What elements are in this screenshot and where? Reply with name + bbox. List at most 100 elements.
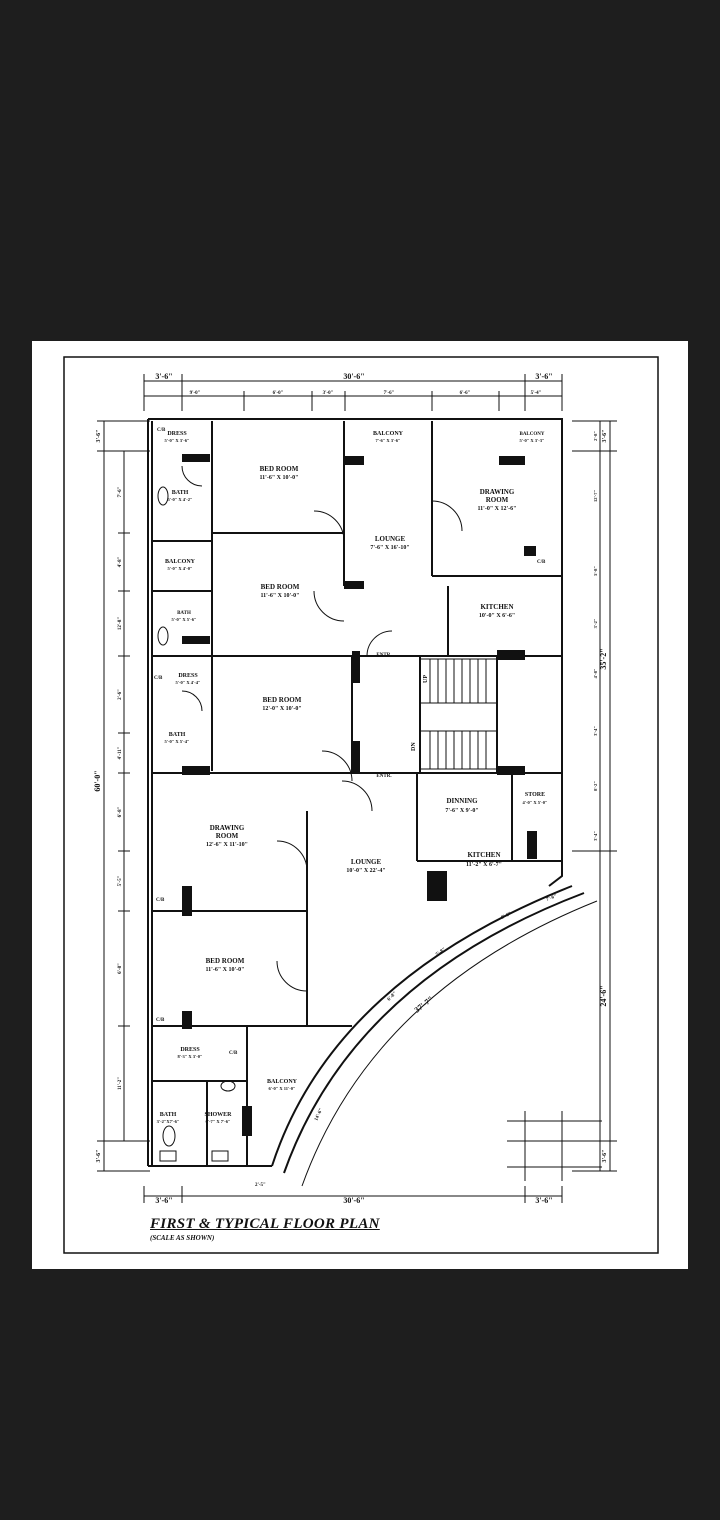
room-size: 5'-0" X 4'-4"	[176, 680, 201, 685]
room-size: 5'-0" X 4'-0"	[168, 566, 193, 571]
room-name-dress: DRESS	[167, 431, 187, 437]
dim-right-sub: 12'-7"	[593, 490, 598, 502]
left-dimensions: 3'-6" 60'-0" 3'-6" 7'-6" 4'-8" 12'-8" 2'-6"…	[93, 420, 150, 1172]
room-name-balcony: BALCONY	[373, 431, 404, 437]
room-size: 11'-6" X 10'-0"	[260, 475, 299, 481]
dim-left-sub: 4'-8"	[118, 556, 123, 567]
room-name-dress: DRESS	[178, 673, 198, 679]
room-name-balcony: BALCONY	[165, 559, 196, 565]
plan-scale-note: (SCALE AS SHOWN)	[150, 1234, 215, 1242]
dim-bottom-left: 3'-6"	[155, 1196, 172, 1205]
room-size: 11'-2" X 6'-7"	[466, 862, 502, 868]
dim-curve-sub: 7'-6"	[546, 894, 558, 903]
room-size: 5'-0" X 5'-6"	[172, 617, 197, 622]
room-labels: DRESS 5'-0" X 3'-6" C/B BATH 5'-0" X 4'-…	[154, 428, 548, 1124]
dim-top-sub: 6'-0"	[273, 391, 284, 396]
room-size: 6'-7" X 7'-6"	[206, 1119, 231, 1124]
dim-left-sub: 5'-5"	[118, 875, 123, 886]
room-name-bedroom: BED ROOM	[261, 583, 300, 591]
dim-top-mid: 30'-6"	[343, 372, 364, 381]
floor-plan-drawing: 3'-6" 30'-6" 3'-6" 9'-0" 6'-0" 3'-0" 7'-…	[63, 356, 659, 1254]
top-dimensions: 3'-6" 30'-6" 3'-6" 9'-0" 6'-0" 3'-0" 7'-…	[143, 372, 563, 411]
dim-curve-sub: 14'-6"	[314, 1107, 324, 1121]
room-name-cb: C/B	[156, 898, 165, 903]
dim-right-sub: 2'-8"	[593, 431, 598, 441]
room-name-bath: BATH	[172, 490, 189, 496]
dim-left-total: 60'-0"	[93, 770, 102, 791]
doors	[181, 465, 463, 992]
dim-right-sub: 4'-8"	[593, 669, 598, 679]
room-name-bedroom: BED ROOM	[263, 696, 302, 704]
room-size: 7'-6" X 3'-6"	[376, 438, 401, 443]
room-name-drawing: DRAWING	[210, 824, 245, 832]
room-size: 12'-0" X 10'-0"	[262, 706, 301, 712]
curve-dimensions: 37'-7" 7'-6" 9'-6" 5'-8" 6'-8" 14'-6" 2'…	[255, 894, 558, 1188]
room-size: 11'-6" X 10'-0"	[261, 593, 300, 599]
dim-curve-radius: 37'-7"	[413, 994, 435, 1014]
dim-curve-sub: 9'-6"	[501, 912, 513, 921]
room-name-bedroom: BED ROOM	[260, 465, 299, 473]
dim-right-sub: 8'-2"	[593, 781, 598, 791]
room-name-store: STORE	[525, 792, 545, 798]
room-size: 5'-0" X 4'-2"	[168, 497, 193, 502]
entrance-label: ENTR.	[376, 774, 392, 779]
room-name-cb: C/B	[156, 1018, 165, 1023]
dim-top-sub: 5'-4"	[531, 391, 542, 396]
dim-left-sub: 6'-8"	[118, 963, 123, 974]
dim-right-upper-total: 35'-2"	[599, 648, 608, 669]
bottom-dimensions: 3'-6" 30'-6" 3'-6"	[143, 1186, 563, 1205]
dim-top-right: 3'-6"	[535, 372, 552, 381]
room-size: 10'-0" X 22'-4"	[346, 868, 385, 874]
room-size: 6'-0" X 11'-0"	[269, 1086, 296, 1091]
staircase: UP DN	[411, 658, 498, 770]
room-name-shower: SHOWER	[204, 1112, 232, 1118]
dim-top-sub: 7'-6"	[384, 391, 395, 396]
room-size: 5'-0" X 3'-3"	[520, 438, 545, 443]
room-name-bath: BATH	[177, 611, 191, 616]
entrance-label: ENTR.	[376, 653, 392, 658]
dim-left-sub: 4'-11"	[118, 746, 123, 759]
stair-down-label: DN	[411, 742, 417, 751]
dim-left-sub: 12'-8"	[118, 617, 123, 631]
room-name-cb: C/B	[154, 676, 163, 681]
room-size: 11'-0" X 12'-6"	[478, 506, 517, 512]
room-name-lounge: LOUNGE	[351, 858, 382, 866]
dim-left-sub: 7'-6"	[118, 486, 123, 497]
dim-right-sub: 3'-4"	[593, 831, 598, 841]
stair-up-label: UP	[423, 675, 429, 683]
right-dimensions: 3'-6" 35'-2" 24'-6" 3'-6" 2'-8"12'-7"5'-…	[572, 420, 617, 1172]
room-name-bath: BATH	[160, 1112, 177, 1118]
room-size: 3'-2"X7'-6"	[157, 1119, 180, 1124]
dim-left-bottom: 3'-6"	[96, 1150, 102, 1163]
title-block: FIRST & TYPICAL FLOOR PLAN (SCALE AS SHO…	[150, 1216, 380, 1242]
dim-curve-sub: 6'-8"	[387, 991, 398, 1002]
room-name-cb: C/B	[157, 428, 166, 433]
room-name-kitchen: KITCHEN	[480, 603, 513, 611]
room-name-balcony: BALCONY	[519, 432, 544, 437]
room-size: 11'-6" X 10'-0"	[206, 967, 245, 973]
dim-bottom-mid: 30'-6"	[343, 1196, 364, 1205]
dim-left-sub: 2'-6"	[118, 689, 123, 700]
dim-curve-sub: 5'-8"	[435, 947, 447, 957]
room-name-dining: DINNING	[446, 797, 478, 805]
room-name-bath: BATH	[169, 732, 186, 738]
room-name-cb: C/B	[229, 1051, 238, 1056]
room-name-lounge: LOUNGE	[375, 535, 406, 543]
fixtures	[157, 486, 236, 1162]
dim-right-top: 3'-6"	[602, 430, 608, 443]
drawing-sheet: 3'-6" 30'-6" 3'-6" 9'-0" 6'-0" 3'-0" 7'-…	[32, 341, 688, 1269]
columns	[182, 454, 537, 1136]
grid-marks	[507, 1111, 602, 1181]
dim-left-top: 3'-6"	[96, 430, 102, 443]
walls	[147, 418, 598, 1187]
room-size: 7'-6" X 16'-10"	[370, 545, 409, 551]
room-size: 7'-6" X 9'-0"	[445, 808, 478, 814]
room-name-cb: C/B	[537, 560, 546, 565]
dim-top-sub: 9'-0"	[190, 391, 201, 396]
dim-top-left: 3'-6"	[155, 372, 172, 381]
room-size: 10'-0" X 6'-6"	[479, 613, 515, 619]
dim-right-sub: 5'-8"	[593, 566, 598, 576]
room-size: 8'-3" X 3'-0"	[178, 1054, 203, 1059]
room-name-kitchen: KITCHEN	[467, 851, 500, 859]
room-name-balcony: BALCONY	[267, 1079, 298, 1085]
